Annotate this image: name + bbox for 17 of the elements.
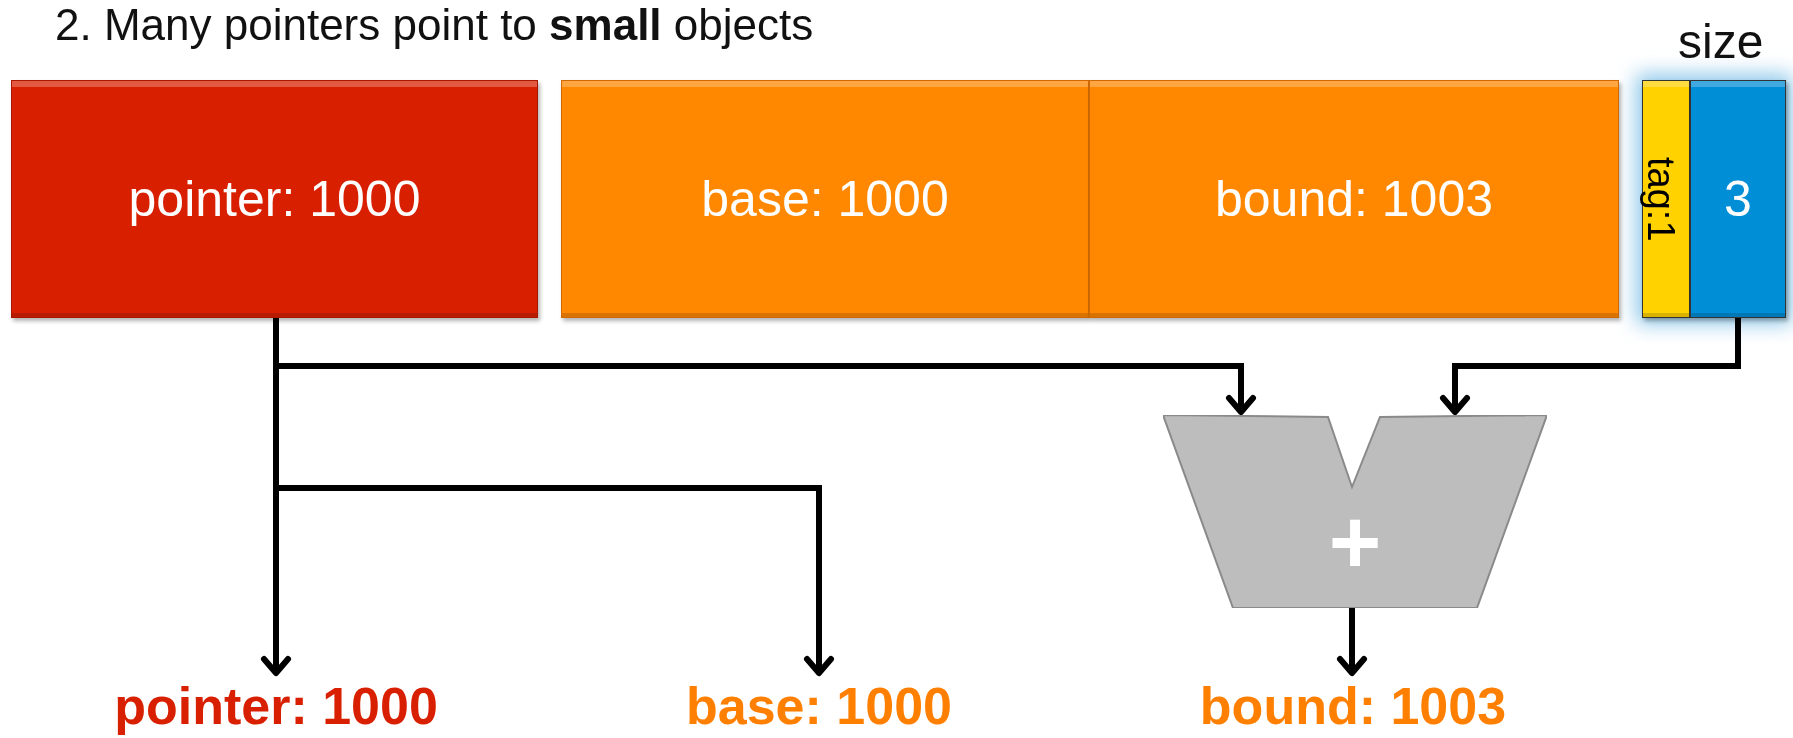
field-value: 3 [1724,174,1752,224]
tag-label: tag:1 [1642,156,1680,242]
memory-field [11,80,538,318]
plus-sign: + [1328,496,1382,587]
memory-field [1690,80,1786,318]
tag-field [1642,80,1690,318]
field-caption: size [1678,14,1764,69]
field-value: pointer: 1000 [128,174,421,224]
field-value: bound: 1003 [1214,174,1494,224]
memory-field [561,80,1089,318]
field-value: base: 1000 [701,174,949,224]
arrow [1337,608,1367,676]
result-label: bound: 1003 [1199,680,1507,732]
slide-heading: 2. Many pointers point to small objects [55,0,814,50]
result-label: base: 1000 [686,680,952,732]
arrow [1440,318,1741,415]
memory-field [1089,80,1619,318]
